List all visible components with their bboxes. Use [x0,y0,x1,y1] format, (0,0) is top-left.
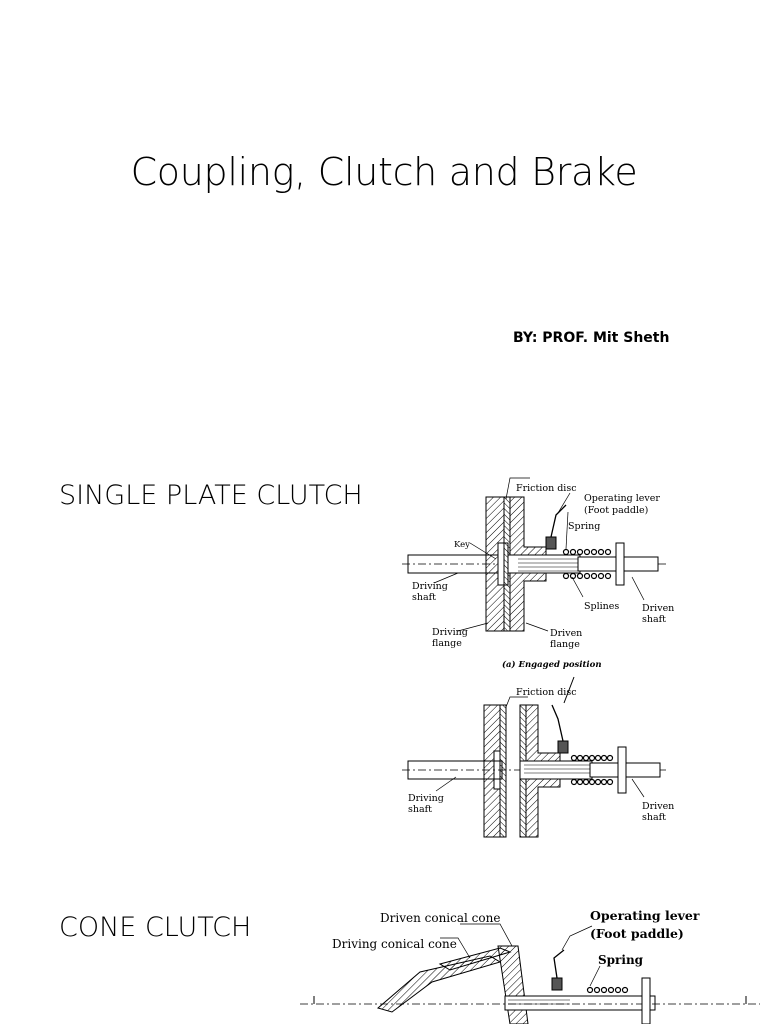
disengaged-position-figure: Friction disc Driving shaft Driven shaft [402,676,674,838]
engaged-position-figure: Friction disc Operating lever (Foot padd… [402,477,674,670]
driven-shaft-label-b: Driven [642,801,674,812]
operating-lever-label: Operating lever [584,493,660,504]
single-plate-clutch-slide: SINGLE PLATE CLUTCH [0,410,768,870]
foot-paddle-label: (Foot paddle) [584,505,648,516]
driving-shaft-label-2: shaft [412,592,436,603]
slide-heading: SINGLE PLATE CLUTCH [59,480,363,511]
driven-flange-label: Driven [550,628,582,639]
driving-flange-label-2: flange [432,638,462,649]
driven-shaft-label: Driven [642,603,674,614]
driving-shaft-label: Driving [412,581,448,592]
driving-shaft-label-b-2: shaft [408,804,432,815]
driven-shaft-label-2: shaft [642,614,666,625]
driving-flange-label: Driving [432,627,468,638]
operating-lever-label-cone: Operating lever [590,908,700,923]
splines-label: Splines [584,601,619,612]
spring-label-cone: Spring [598,953,644,967]
friction-disc-label: Friction disc [516,483,577,494]
driving-conical-cone-label: Driving conical cone [332,937,457,951]
friction-disc-label-b: Friction disc [516,687,577,698]
spring-label: Spring [568,521,600,532]
figure-caption: (a) Engaged position [502,659,602,670]
foot-paddle-label-cone: (Foot paddle) [590,926,684,941]
cone-clutch-diagram: Driven conical cone Driving conical cone… [300,908,760,1024]
single-plate-clutch-diagram: Friction disc Operating lever (Foot padd… [402,477,674,838]
slide-heading-cone: CONE CLUTCH [59,912,252,943]
driving-shaft-label-b: Driving [408,793,444,804]
driven-shaft-label-b-2: shaft [642,812,666,823]
title-slide: Coupling, Clutch and Brake BY: PROF. Mit… [0,0,768,410]
driven-conical-cone-label: Driven conical cone [380,911,500,925]
driven-flange-label-2: flange [550,639,580,650]
page-title: Coupling, Clutch and Brake [130,150,638,194]
author-byline: BY: PROF. Mit Sheth [513,330,670,346]
key-label: Key [454,540,470,550]
cone-clutch-slide: CONE CLUTCH Dr [0,870,768,1024]
